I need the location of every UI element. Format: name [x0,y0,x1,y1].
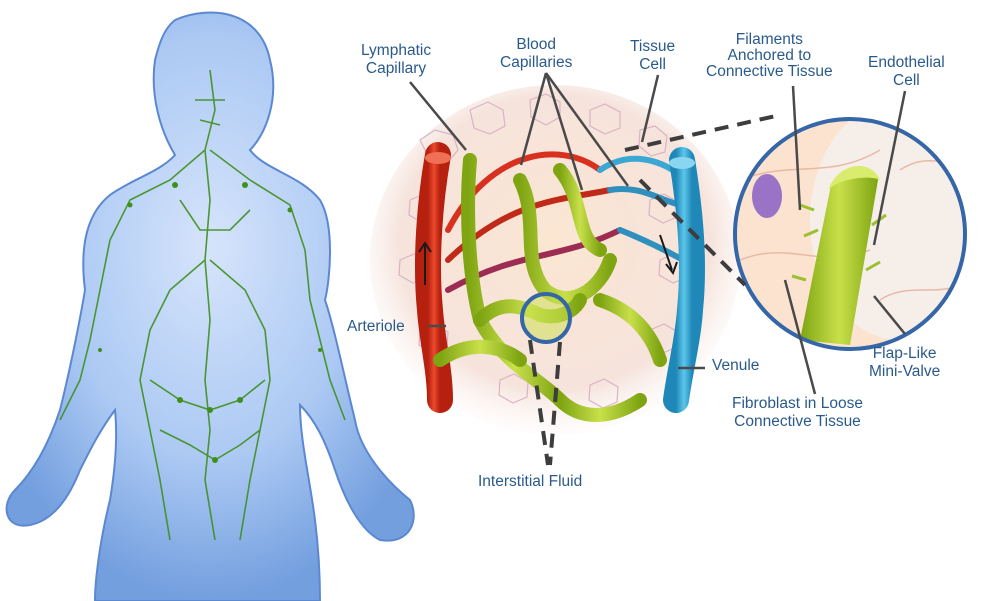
label-endothelial-cell-line1: Endothelial [868,54,945,71]
label-interstitial-fluid: Interstitial Fluid [478,473,583,490]
label-tissue-cell-line2: Cell [639,56,666,73]
label-filaments: Filaments Anchored to Connective Tissue [706,32,833,80]
label-flap-valve: Flap-Like Mini-Valve [869,345,940,381]
label-flap-valve-line1: Flap-Like [872,345,937,362]
label-filaments-line3: Connective Tissue [706,63,833,80]
label-blood-capillaries: Blood Capillaries [500,36,572,72]
label-endothelial-cell-line2: Cell [893,72,920,89]
interstitial-magnifier [520,292,572,344]
label-blood-capillaries-line1: Blood [516,36,557,53]
label-tissue-cell: Tissue Cell [630,38,675,74]
label-lymphatic-capillary: Lymphatic Capillary [361,42,431,78]
label-venule: Venule [712,357,760,374]
label-lymphatic-capillary-line2: Capillary [365,60,427,77]
label-filaments-line2: Anchored to [727,47,812,64]
leader-lines [409,72,907,395]
tissue-detail [370,85,740,435]
label-tissue-cell-line1: Tissue [630,38,676,55]
fibroblast-cell [752,174,782,218]
label-arteriole: Arteriole [347,318,405,335]
magnified-capillary [733,117,967,351]
label-blood-capillaries-line2: Capillaries [500,54,573,71]
label-fibroblast: Fibroblast in Loose Connective Tissue [732,395,863,431]
callout-dashes [528,113,781,466]
label-flap-valve-line2: Mini-Valve [869,363,941,380]
label-fibroblast-line1: Fibroblast in Loose [732,395,863,412]
flow-arrow [418,241,432,253]
label-endothelial-cell: Endothelial Cell [868,54,945,90]
label-fibroblast-line2: Connective Tissue [734,413,861,430]
label-lymphatic-capillary-line1: Lymphatic [361,42,432,59]
female-body-figure [5,11,415,601]
label-filaments-line1: Filaments [735,31,803,48]
